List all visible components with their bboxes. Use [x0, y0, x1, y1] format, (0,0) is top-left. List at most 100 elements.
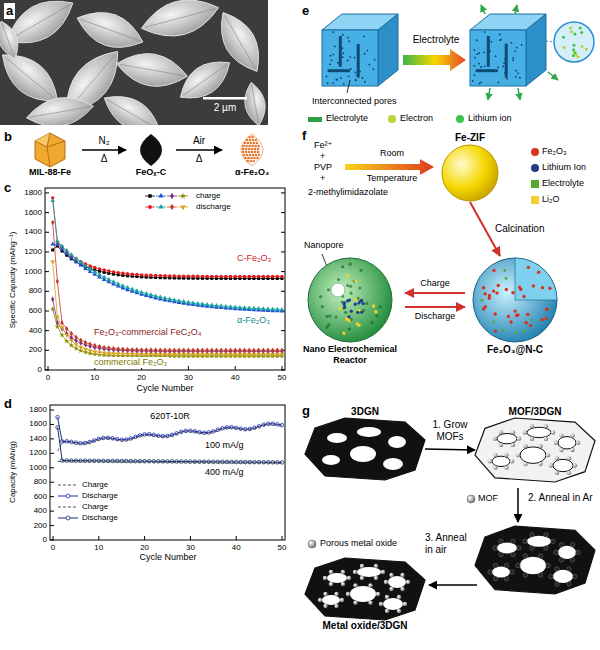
data-marker [228, 353, 232, 357]
cube-front [470, 30, 526, 86]
particle [389, 587, 393, 591]
data-marker [107, 277, 112, 281]
pore [502, 66, 504, 68]
oxide-dot [527, 266, 530, 269]
axis-tick [45, 291, 49, 292]
data-marker [112, 270, 115, 273]
nanopore [331, 283, 345, 297]
step-label: 2. Anneal in Ar [528, 492, 596, 504]
oxide-dot [488, 297, 491, 300]
network-pore [388, 576, 406, 588]
particle [389, 573, 393, 577]
series-label: 100 mA/g [205, 440, 244, 451]
tick-label: 10 [94, 543, 103, 553]
particle [523, 539, 527, 543]
pore [476, 53, 478, 55]
cube-front [322, 30, 378, 86]
data-marker [187, 348, 190, 354]
particle [379, 602, 383, 606]
data-marker [210, 348, 213, 354]
oxide-dot [526, 313, 529, 316]
shape-outline [475, 406, 595, 482]
pore [474, 49, 476, 51]
ion-dot [580, 31, 583, 34]
cube-side [526, 14, 546, 86]
node-label: Metal oxide/3DGN [305, 620, 425, 632]
data-marker [111, 352, 115, 356]
crystal-edge [47, 133, 50, 147]
particle [340, 598, 344, 602]
particle [318, 598, 322, 602]
li2o-grain [339, 307, 342, 310]
particle [530, 437, 534, 441]
particle [504, 563, 508, 567]
series-label: Fe₂O₃-commercial FeC₂O₄ [92, 327, 203, 338]
oxide-grain [254, 145, 257, 148]
ion-dot [562, 36, 565, 39]
lithium-ion [360, 299, 363, 302]
data-marker [163, 347, 166, 353]
tick-label: 1600 [24, 208, 42, 218]
data-marker [88, 349, 92, 353]
data-marker [98, 344, 101, 350]
data-marker [102, 351, 106, 355]
pore [483, 51, 485, 53]
particle [323, 604, 327, 608]
data-marker [242, 353, 246, 357]
ion-dot [579, 27, 582, 30]
porous-cubes [322, 5, 594, 100]
oxide-grain [247, 142, 250, 145]
data-marker [74, 256, 79, 260]
crystal [35, 133, 65, 167]
tick-label: 1400 [29, 434, 47, 444]
lithium-ion [346, 299, 349, 302]
electrolyte-dot [505, 277, 508, 280]
data-marker [205, 275, 208, 278]
data-marker [191, 353, 195, 357]
data-marker [248, 275, 251, 278]
edge-label: 1. Grow MOFs [425, 419, 475, 443]
pore [350, 68, 352, 70]
data-marker [121, 283, 126, 287]
scale-bar [203, 97, 247, 100]
particle [554, 550, 558, 554]
data-marker [60, 243, 65, 247]
oxide-grain [254, 148, 257, 151]
oxide-dot [497, 284, 500, 287]
pore [375, 314, 378, 317]
plot-frame [50, 405, 285, 540]
edge-label: Discharge [415, 311, 456, 322]
data-marker [159, 274, 162, 277]
crystal-edge [35, 141, 65, 147]
sem-image [0, 0, 268, 125]
legend-sample [66, 516, 70, 520]
data-line [53, 299, 282, 351]
data-marker [130, 287, 135, 291]
axis-tick [48, 366, 49, 370]
tick-label: 1800 [29, 405, 47, 415]
data-marker [219, 304, 224, 308]
data-marker [153, 294, 158, 298]
axis-tick [282, 366, 283, 370]
pore [336, 79, 338, 81]
particle-ridge [5, 57, 55, 99]
pore [484, 65, 486, 67]
callout-label: Interconnected pores [312, 96, 397, 107]
shape [35, 133, 65, 167]
data-marker [93, 343, 96, 349]
oxide-grain [242, 145, 245, 148]
data-marker [233, 353, 237, 357]
shape-outline [465, 256, 565, 356]
network-pore [492, 456, 510, 466]
network-pore [383, 598, 403, 610]
network-pore [327, 573, 347, 583]
pore [334, 46, 336, 48]
particle [567, 567, 571, 571]
network-pore [357, 427, 381, 437]
data-marker [69, 252, 74, 256]
axis-tick [50, 453, 54, 454]
data-marker [121, 346, 124, 352]
ion-dot [572, 48, 575, 51]
